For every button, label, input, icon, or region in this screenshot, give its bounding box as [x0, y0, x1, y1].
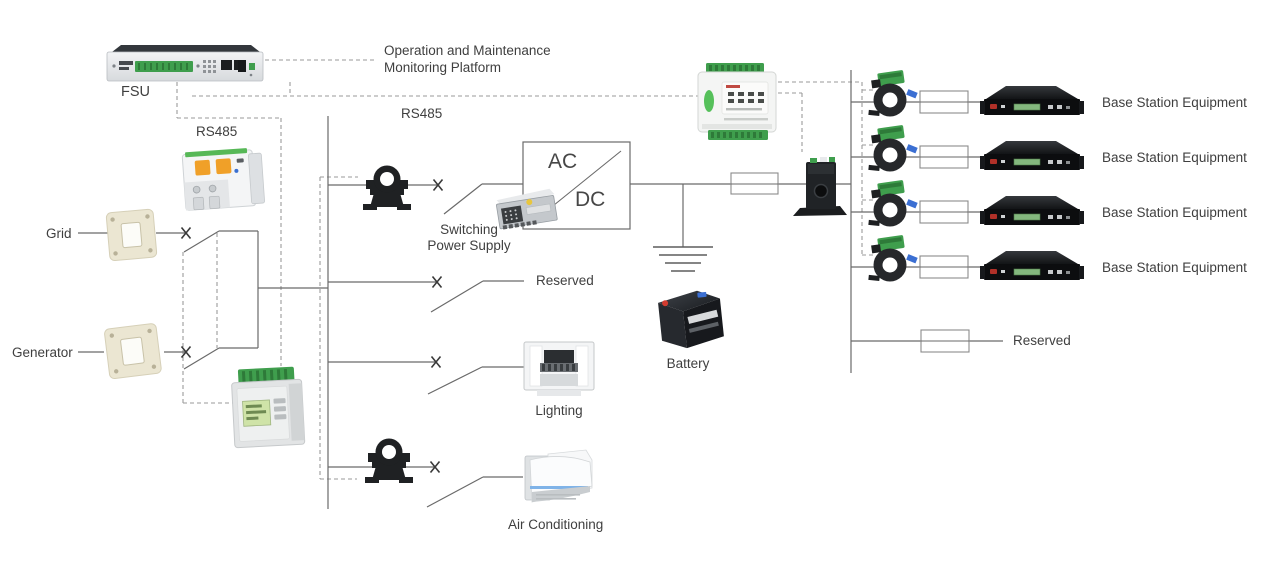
- rs485-left-label: RS485: [196, 124, 238, 139]
- base-station-server-image-3: [979, 195, 1085, 226]
- battery-image: [658, 290, 724, 349]
- ct-sampling-dashed: [319, 176, 358, 480]
- generator-ct-image: [104, 323, 162, 380]
- dc-monitor-device-image: [697, 63, 777, 140]
- ats-linkage-dashed: [182, 233, 233, 404]
- rs485-main-bus-dashed: [192, 82, 698, 97]
- mains-breaker-image: [181, 148, 265, 211]
- rs485-main-label: RS485: [401, 106, 443, 121]
- air-conditioner-image: [524, 449, 593, 503]
- base-station-server-image-4: [979, 250, 1085, 281]
- ground-symbol: [653, 246, 713, 272]
- hall-sensor-image: [793, 157, 847, 216]
- bs-fuse-2: [919, 145, 969, 169]
- air-conditioning-label: Air Conditioning: [508, 517, 604, 532]
- base-station-label-2: Base Station Equipment: [1102, 150, 1247, 165]
- ac-energy-meter-image: [231, 366, 306, 449]
- bs-fuse-1: [919, 90, 969, 114]
- aircon-branch-ct-image: [365, 438, 413, 483]
- dc-meter-to-cts-dashed: [778, 81, 874, 256]
- bs-ct-image-2: [868, 124, 918, 172]
- switching-psu-label: Switching Power Supply: [408, 222, 530, 254]
- lighting-image: [523, 341, 595, 396]
- platform-label-line2: Monitoring Platform: [384, 60, 502, 75]
- generator-label: Generator: [12, 345, 73, 360]
- reserved-mid-label: Reserved: [536, 273, 594, 288]
- lighting-label: Lighting: [535, 403, 583, 418]
- base-station-label-1: Base Station Equipment: [1102, 95, 1247, 110]
- dc-label: DC: [575, 188, 606, 211]
- reserved-right-fuse: [920, 329, 970, 353]
- switching-psu-image: [496, 188, 558, 230]
- bs-ct-image-1: [868, 69, 918, 117]
- reserved-branch-line: [328, 280, 524, 313]
- generator-input-line: [78, 347, 258, 370]
- bs-ct-image-3: [868, 179, 918, 227]
- fsu-label: FSU: [121, 84, 150, 100]
- breaker-x-marks: [180, 178, 444, 474]
- bs-ct-image-4: [868, 234, 918, 282]
- ac-label: AC: [548, 150, 578, 173]
- rs485-dashed-lines: [176, 59, 874, 480]
- reserved-right-label: Reserved: [1013, 333, 1071, 348]
- fuse-boxes: [730, 90, 970, 353]
- dc-main-fuse: [730, 172, 779, 195]
- platform-label-line1: Operation and Maintenance: [384, 43, 551, 58]
- switching-psu-label-line2: Power Supply: [427, 238, 511, 253]
- aircon-branch-line: [328, 466, 523, 508]
- fsu-to-meter-dashed: [176, 82, 282, 366]
- switching-psu-label-line1: Switching: [440, 222, 498, 237]
- base-station-label-4: Base Station Equipment: [1102, 260, 1247, 275]
- base-station-server-image-1: [979, 85, 1085, 116]
- grid-ct-image: [105, 208, 158, 261]
- lighting-branch-line: [328, 361, 524, 395]
- battery-label: Battery: [666, 356, 710, 371]
- grid-label: Grid: [46, 226, 72, 241]
- dc-meter-to-hall-sensor-dashed: [778, 92, 803, 152]
- grid-input-line: [78, 230, 258, 253]
- psu-branch-ct-image: [363, 165, 411, 210]
- bs-fuse-3: [919, 200, 969, 224]
- psu-branch-line: [328, 183, 523, 215]
- base-station-server-image-2: [979, 140, 1085, 171]
- transfer-switch-output: [257, 231, 328, 348]
- base-station-label-3: Base Station Equipment: [1102, 205, 1247, 220]
- fsu-device-image: [106, 45, 264, 82]
- platform-label: Operation and Maintenance Monitoring Pla…: [384, 42, 551, 76]
- bs-fuse-4: [919, 255, 969, 279]
